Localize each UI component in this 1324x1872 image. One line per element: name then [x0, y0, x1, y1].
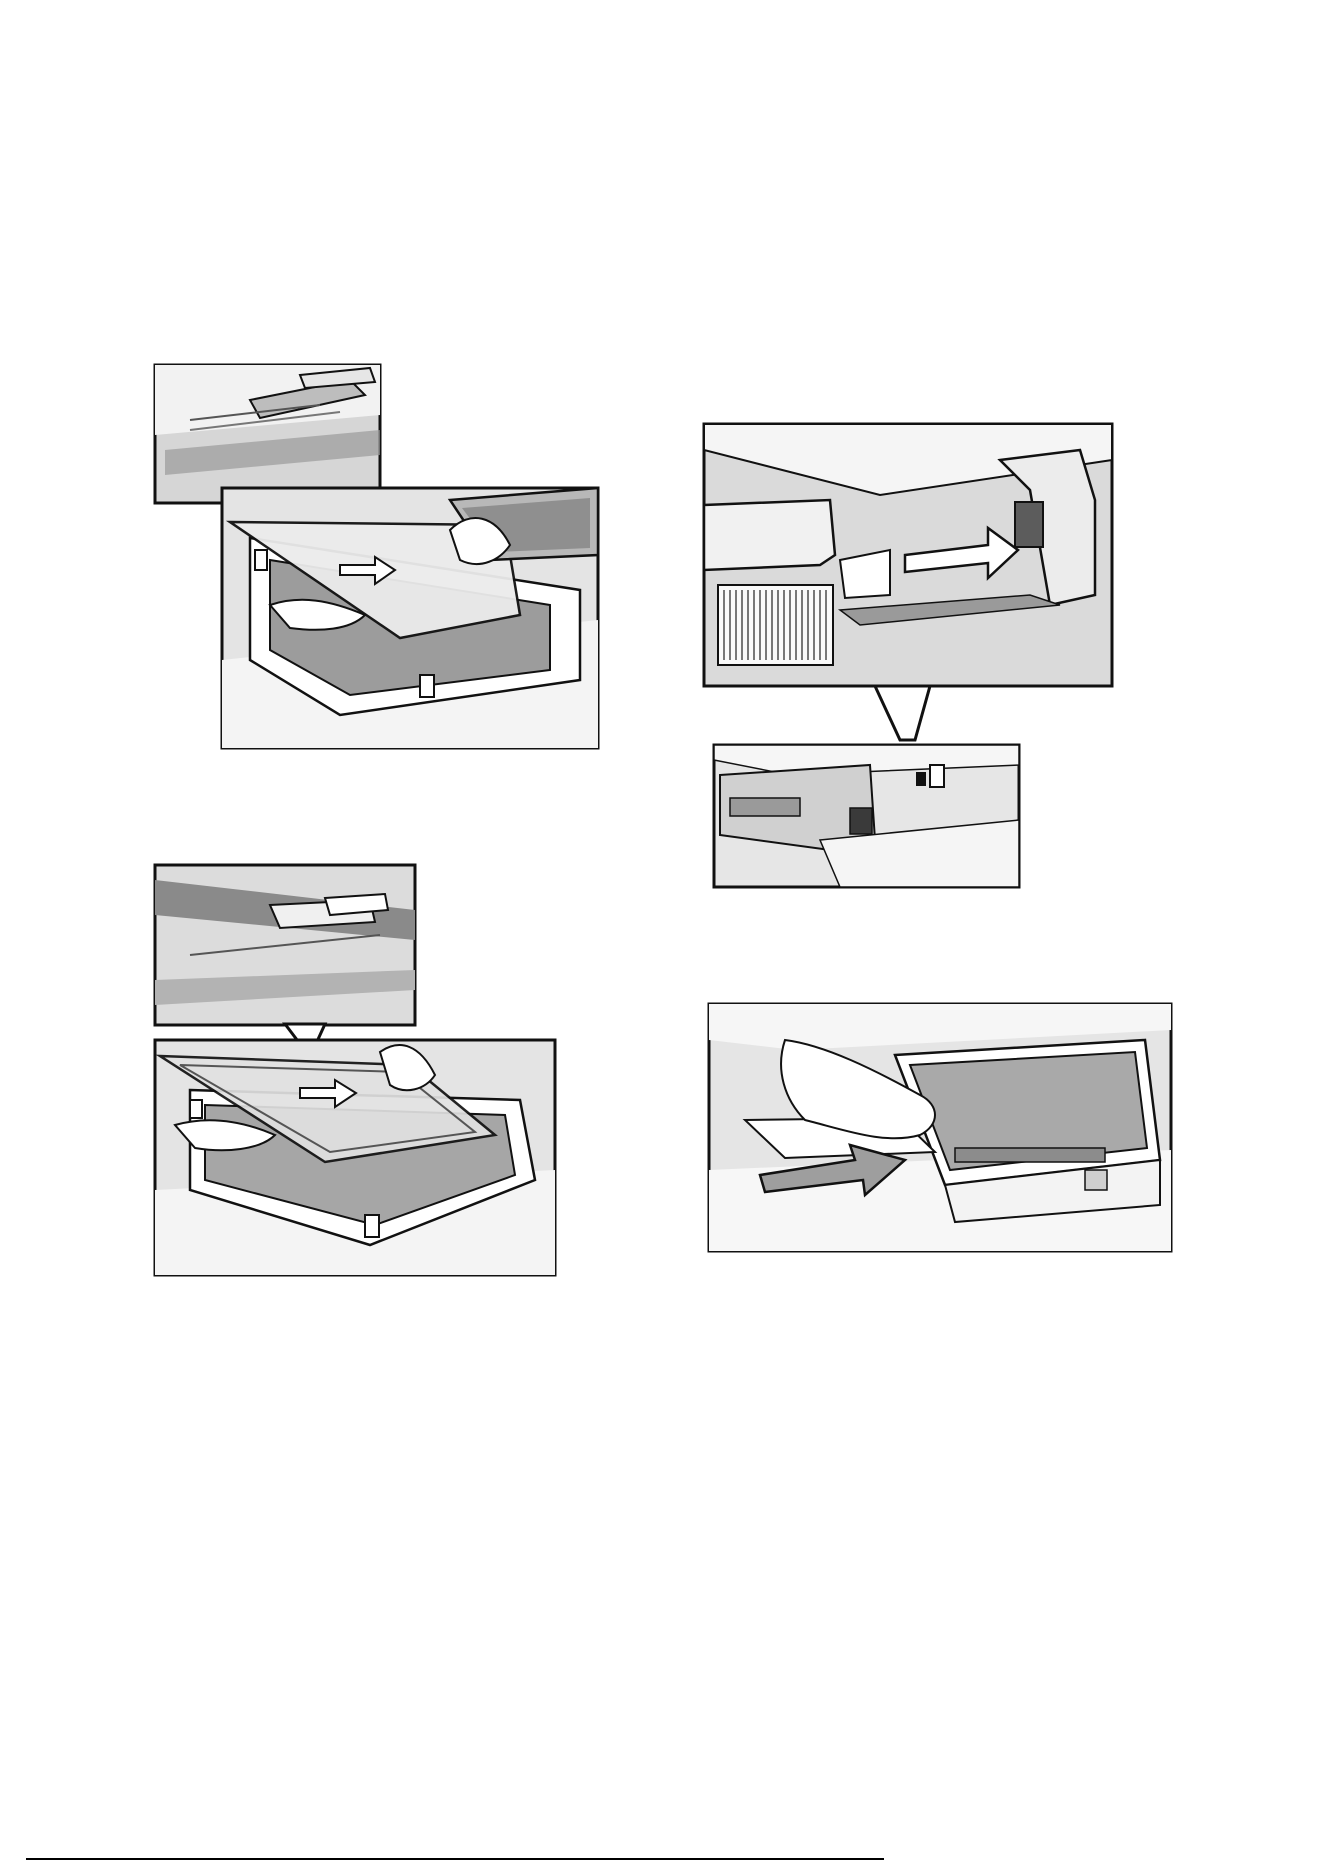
figure-a-main — [222, 488, 598, 748]
figure-a-illustration — [150, 360, 600, 750]
figure-c-inset — [155, 865, 415, 1025]
footer-rule — [26, 1858, 884, 1860]
figure-c-illustration — [150, 860, 560, 1280]
figure-b-illustration — [700, 420, 1120, 895]
figure-b-main — [714, 745, 1019, 887]
figure-a — [150, 360, 600, 750]
figure-c-main — [155, 1040, 555, 1275]
figure-d — [705, 1000, 1175, 1255]
figure-c — [150, 860, 560, 1280]
figure-b — [700, 420, 1120, 895]
figure-d-illustration — [705, 1000, 1175, 1255]
figure-b-inset — [704, 424, 1112, 686]
figure-a-inset — [155, 365, 380, 503]
figure-b-pointer — [875, 686, 930, 740]
